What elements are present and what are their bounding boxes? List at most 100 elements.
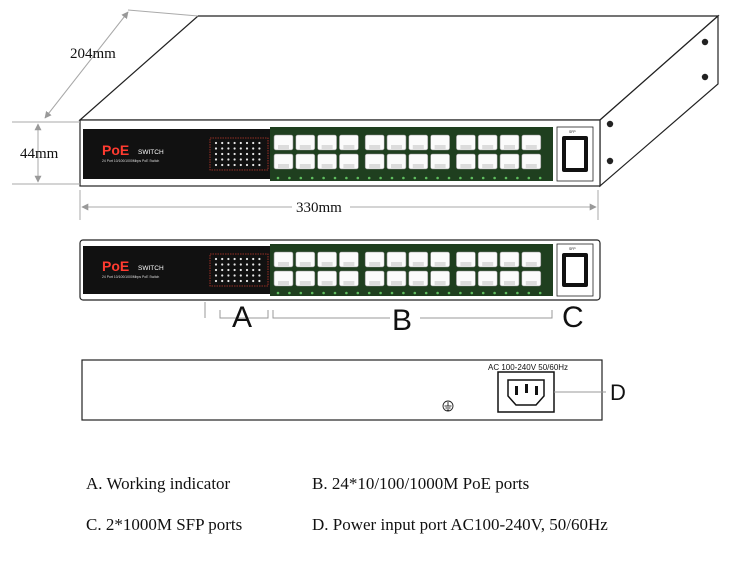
depth-label: 204mm	[70, 46, 116, 62]
port-latch	[321, 262, 333, 266]
port-latch	[412, 164, 424, 168]
led-icon	[221, 257, 224, 261]
led-icon	[239, 279, 242, 283]
port-latch	[482, 164, 494, 168]
port-latch	[299, 164, 311, 168]
port-latch	[434, 164, 446, 168]
port-latch	[525, 164, 537, 168]
port-latch	[482, 262, 494, 266]
led-icon	[214, 141, 218, 145]
port-led-icon	[447, 291, 451, 295]
port-led-icon	[413, 176, 417, 180]
port-latch	[391, 145, 402, 149]
port-latch	[504, 164, 515, 168]
switch-logo-text: SWITCH	[138, 149, 164, 156]
led-icon	[233, 268, 236, 272]
led-icon	[227, 279, 230, 283]
led-icon	[252, 158, 255, 161]
port-latch	[434, 262, 446, 266]
port-latch	[369, 262, 381, 266]
led-icon	[252, 279, 255, 283]
port-latch	[343, 262, 355, 266]
legend-item-d: D. Power input port AC100-240V, 50/60Hz	[312, 515, 608, 534]
led-icon	[233, 141, 236, 145]
port-latch	[460, 164, 472, 168]
led-icon	[252, 263, 255, 266]
port-latch	[321, 164, 333, 168]
led-icon	[258, 279, 261, 283]
led-icon	[233, 152, 236, 156]
port-led-icon	[322, 291, 325, 295]
port-led-icon	[459, 176, 462, 180]
port-latch	[504, 262, 515, 266]
led-icon	[221, 263, 224, 266]
screw-icon	[606, 120, 614, 128]
legend-item-c: C. 2*1000M SFP ports	[86, 515, 243, 534]
port-led-icon	[390, 176, 394, 180]
port-led-icon	[356, 176, 360, 180]
port-led-icon	[345, 176, 348, 180]
port-latch	[460, 262, 472, 266]
port-led-icon	[402, 176, 405, 180]
port-latch	[343, 164, 355, 168]
port-led-icon	[481, 291, 485, 295]
port-led-icon	[538, 291, 542, 295]
callout-brackets	[204, 302, 553, 319]
port-led-icon	[504, 176, 508, 180]
port-led-icon	[310, 291, 314, 295]
led-icon	[221, 268, 224, 272]
led-icon	[214, 257, 218, 261]
port-led-icon	[424, 176, 428, 180]
port-led-icon	[424, 291, 428, 295]
port-latch	[391, 164, 402, 168]
led-icon	[258, 141, 261, 145]
port-latch	[278, 164, 289, 168]
port-led-icon	[390, 291, 394, 295]
led-icon	[239, 141, 242, 145]
port-led-icon	[516, 291, 519, 295]
power-spec-label: AC 100-240V 50/60Hz	[488, 363, 568, 372]
port-led-icon	[504, 291, 508, 295]
port-led-icon	[333, 176, 337, 180]
sfp-label: SFP	[569, 247, 576, 251]
port-latch	[343, 145, 355, 149]
power-socket	[497, 371, 555, 413]
led-icon	[245, 279, 249, 283]
led-icon	[221, 147, 224, 150]
led-icon	[258, 163, 261, 167]
port-latch	[299, 145, 311, 149]
led-icon	[239, 263, 242, 266]
port-led-icon	[538, 176, 542, 180]
port-led-icon	[299, 176, 303, 180]
led-icon	[239, 152, 242, 156]
led-icon	[239, 163, 242, 167]
led-icon	[214, 152, 218, 156]
led-icon	[258, 158, 261, 161]
callout-b: B	[392, 304, 412, 337]
port-latch	[525, 281, 537, 285]
port-latch	[321, 145, 333, 149]
port-led-icon	[527, 176, 531, 180]
callout-c: C	[562, 301, 584, 334]
switch-logo-text: SWITCH	[138, 265, 164, 272]
led-icon	[252, 147, 255, 150]
led-icon	[227, 147, 230, 150]
led-icon	[221, 158, 224, 161]
led-icon	[233, 163, 236, 167]
led-icon	[252, 274, 255, 277]
led-icon	[233, 257, 236, 261]
port-latch	[391, 262, 402, 266]
led-indicator-block	[209, 137, 269, 171]
port-led-icon	[447, 176, 451, 180]
port-led-icon	[493, 176, 496, 180]
port-led-icon	[322, 176, 325, 180]
height-dimension	[12, 121, 80, 185]
port-led-icon	[470, 291, 474, 295]
led-icon	[252, 268, 255, 272]
port-led-icon	[470, 176, 474, 180]
led-icon	[214, 268, 218, 272]
port-latch	[434, 281, 446, 285]
sfp-slot	[566, 257, 584, 283]
